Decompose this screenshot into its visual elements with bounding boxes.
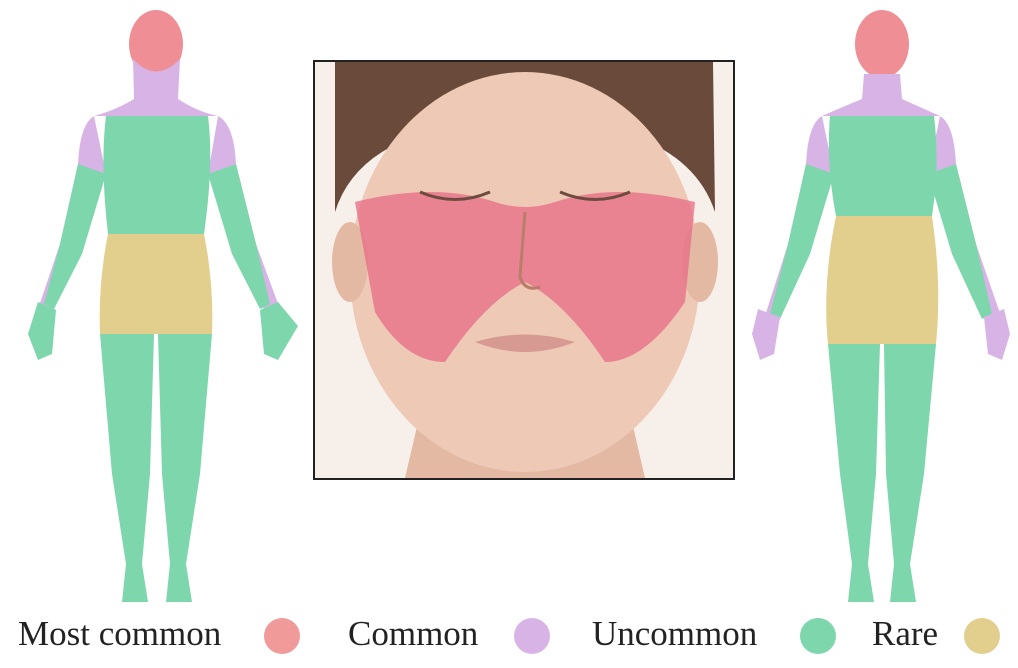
legend-swatch-uncommon bbox=[800, 618, 836, 654]
back-neck-common bbox=[822, 74, 940, 116]
legend-swatch-common bbox=[514, 618, 550, 654]
front-hips-rare bbox=[100, 234, 213, 334]
back-right-leg-uncommon bbox=[884, 344, 936, 602]
back-hips-rare bbox=[826, 216, 938, 344]
front-left-leg-uncommon bbox=[100, 334, 154, 602]
front-right-forearm-uncommon bbox=[208, 164, 270, 309]
legend-label-common: Common bbox=[348, 614, 478, 654]
back-left-leg-uncommon bbox=[828, 344, 880, 602]
front-right-hand-uncommon bbox=[260, 302, 298, 360]
front-left-hand-uncommon bbox=[28, 302, 56, 360]
body-back-diagram bbox=[746, 4, 1014, 604]
back-torso-uncommon bbox=[829, 116, 937, 216]
front-right-leg-uncommon bbox=[158, 334, 212, 602]
back-right-hand-common bbox=[984, 309, 1010, 360]
front-left-forearm-uncommon bbox=[44, 164, 106, 309]
face-illustration-panel bbox=[313, 60, 735, 480]
legend-label-rare: Rare bbox=[872, 614, 938, 654]
legend-swatch-rare bbox=[964, 618, 1000, 654]
back-left-forearm-uncommon bbox=[770, 164, 834, 319]
legend-label-uncommon: Uncommon bbox=[592, 614, 757, 654]
back-left-hand-common bbox=[752, 309, 780, 360]
legend-label-most-common: Most common bbox=[18, 614, 221, 654]
legend: Most common Common Uncommon Rare bbox=[0, 606, 1018, 664]
back-head-most-common bbox=[855, 10, 909, 78]
body-front-diagram bbox=[8, 4, 308, 604]
front-torso-uncommon bbox=[103, 116, 210, 234]
legend-swatch-most-common bbox=[264, 618, 300, 654]
